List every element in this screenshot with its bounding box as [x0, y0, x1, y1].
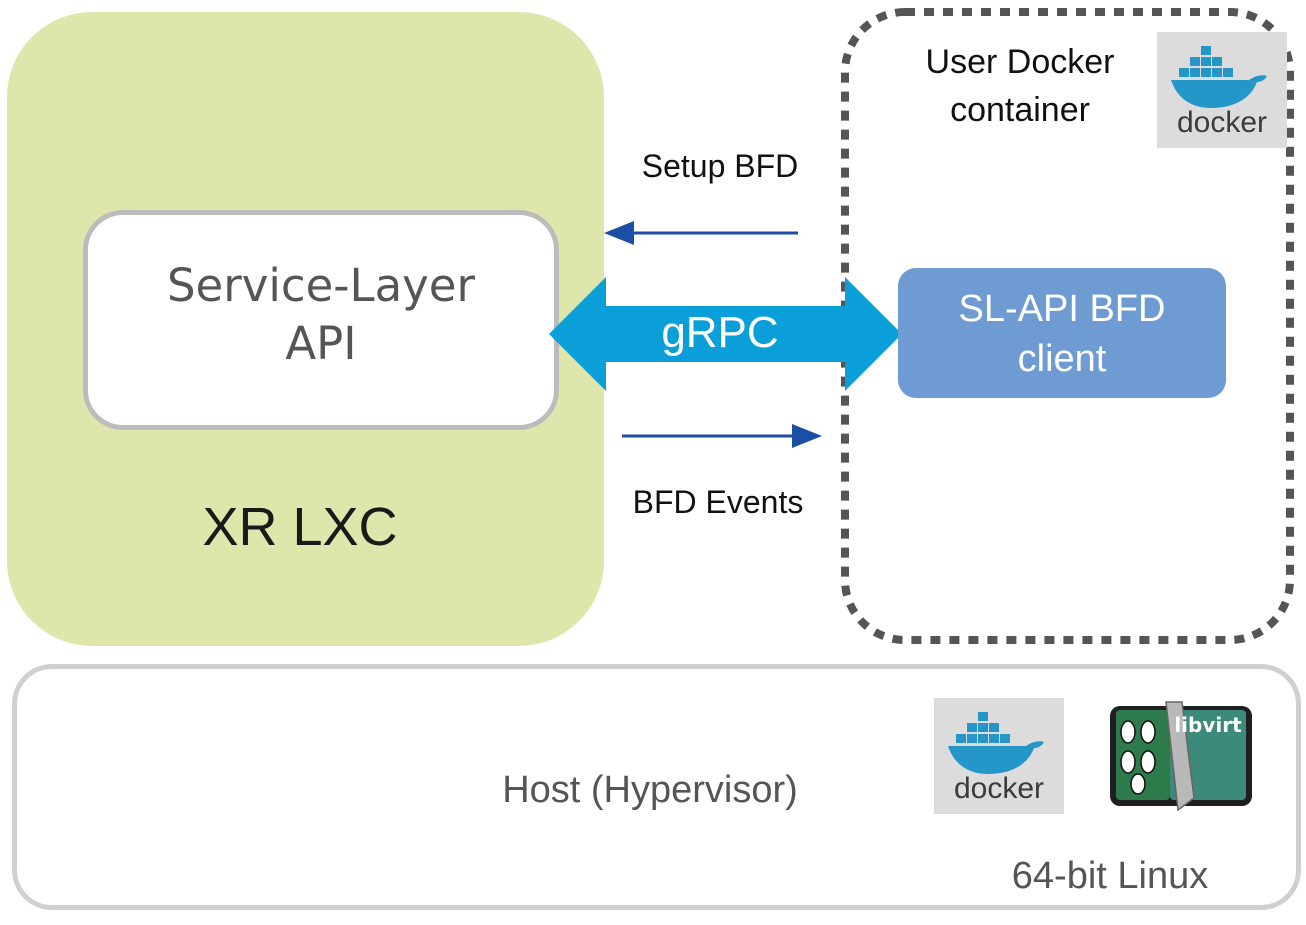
bfd-events-arrow	[622, 424, 822, 448]
host-hypervisor-label: Host (Hypervisor)	[502, 769, 798, 811]
service-layer-api-box	[83, 210, 559, 430]
libvirt-logo: libvirt	[1108, 698, 1256, 814]
svg-text:libvirt: libvirt	[1174, 713, 1242, 737]
svg-text:docker: docker	[954, 772, 1044, 805]
xr-lxc-label: XR LXC	[202, 497, 398, 557]
svg-text:docker: docker	[1177, 106, 1267, 139]
grpc-label: gRPC	[661, 308, 779, 357]
linux-label: 64-bit Linux	[1011, 855, 1209, 897]
libvirt-icon: libvirt	[1110, 701, 1252, 812]
grpc-arrow	[549, 277, 902, 391]
setup-bfd-arrow	[604, 221, 798, 245]
docker-container-label: User Docker container	[925, 43, 1115, 129]
setup-bfd-label: Setup BFD	[641, 148, 799, 184]
docker-whale-icon: docker	[948, 712, 1044, 805]
docker-logo: docker	[934, 698, 1064, 814]
docker-whale-icon: docker	[1171, 46, 1267, 139]
sl-api-bfd-client-box	[898, 268, 1226, 398]
docker-logo: docker	[1157, 32, 1287, 148]
service-layer-api-label: Service-Layer API	[166, 259, 475, 370]
bfd-events-label: BFD Events	[632, 484, 804, 520]
sl-api-bfd-client-label: SL-API BFD client	[958, 288, 1166, 380]
host-hypervisor-box	[12, 664, 1301, 910]
